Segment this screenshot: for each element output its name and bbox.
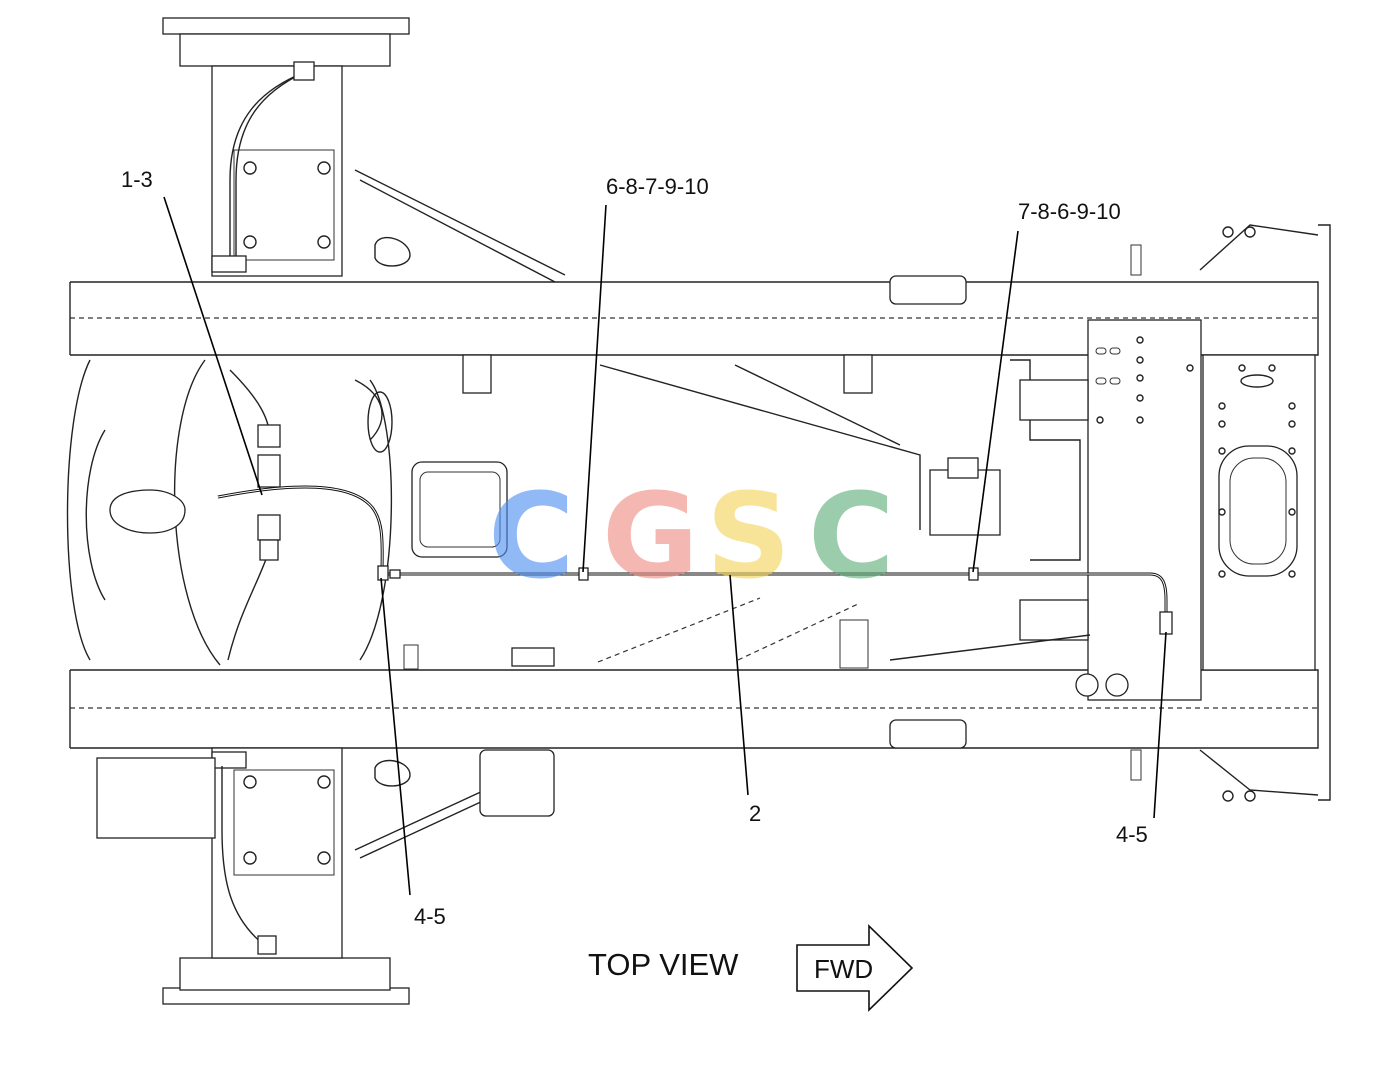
- connector-front: [1159, 611, 1173, 635]
- watermark-letter-1: C: [488, 467, 575, 605]
- watermark-letter-4: C: [808, 467, 895, 605]
- leader-1-3: [163, 196, 263, 496]
- front-yoke: [889, 359, 1091, 661]
- forward-arrow-icon: FWD: [796, 924, 914, 1012]
- frame-rails: [69, 275, 1319, 749]
- view-label: TOP VIEW: [588, 947, 739, 982]
- brake-hoses: [221, 61, 315, 955]
- rear-wheel-hub-top: [162, 17, 566, 283]
- leader-lines: [163, 196, 1167, 896]
- brake-line-tube: [217, 485, 1173, 635]
- callout-1-3: 1-3: [121, 167, 153, 192]
- watermark: C G S C: [488, 467, 895, 605]
- front-cross-member: [1075, 319, 1316, 701]
- leader-2: [729, 574, 749, 796]
- leader-4-5-front: [1153, 631, 1167, 819]
- leader-6-8-7-9-10: [582, 204, 607, 573]
- leader-4-5-rear: [380, 577, 411, 896]
- watermark-letter-2: G: [602, 467, 699, 605]
- callout-labels: 1-3 6-8-7-9-10 7-8-6-9-10 2 4-5 4-5: [121, 167, 1148, 929]
- callout-2: 2: [749, 801, 761, 826]
- watermark-letter-3: S: [706, 467, 791, 605]
- connector-rear: [377, 565, 389, 581]
- bolt-holes: [1095, 336, 1296, 578]
- direction-label: FWD: [814, 954, 873, 984]
- front-end-plate: [1130, 224, 1331, 802]
- rear-wheel-hub-bottom: [96, 747, 555, 1005]
- callout-4-5-front: 4-5: [1116, 822, 1148, 847]
- cross-members: [403, 354, 921, 670]
- callout-7-8-6-9-10: 7-8-6-9-10: [1018, 199, 1121, 224]
- callout-4-5-rear: 4-5: [414, 904, 446, 929]
- callout-6-8-7-9-10: 6-8-7-9-10: [606, 174, 709, 199]
- leader-7-8-6-9-10: [972, 230, 1019, 573]
- rear-axle-housing: [66, 359, 508, 666]
